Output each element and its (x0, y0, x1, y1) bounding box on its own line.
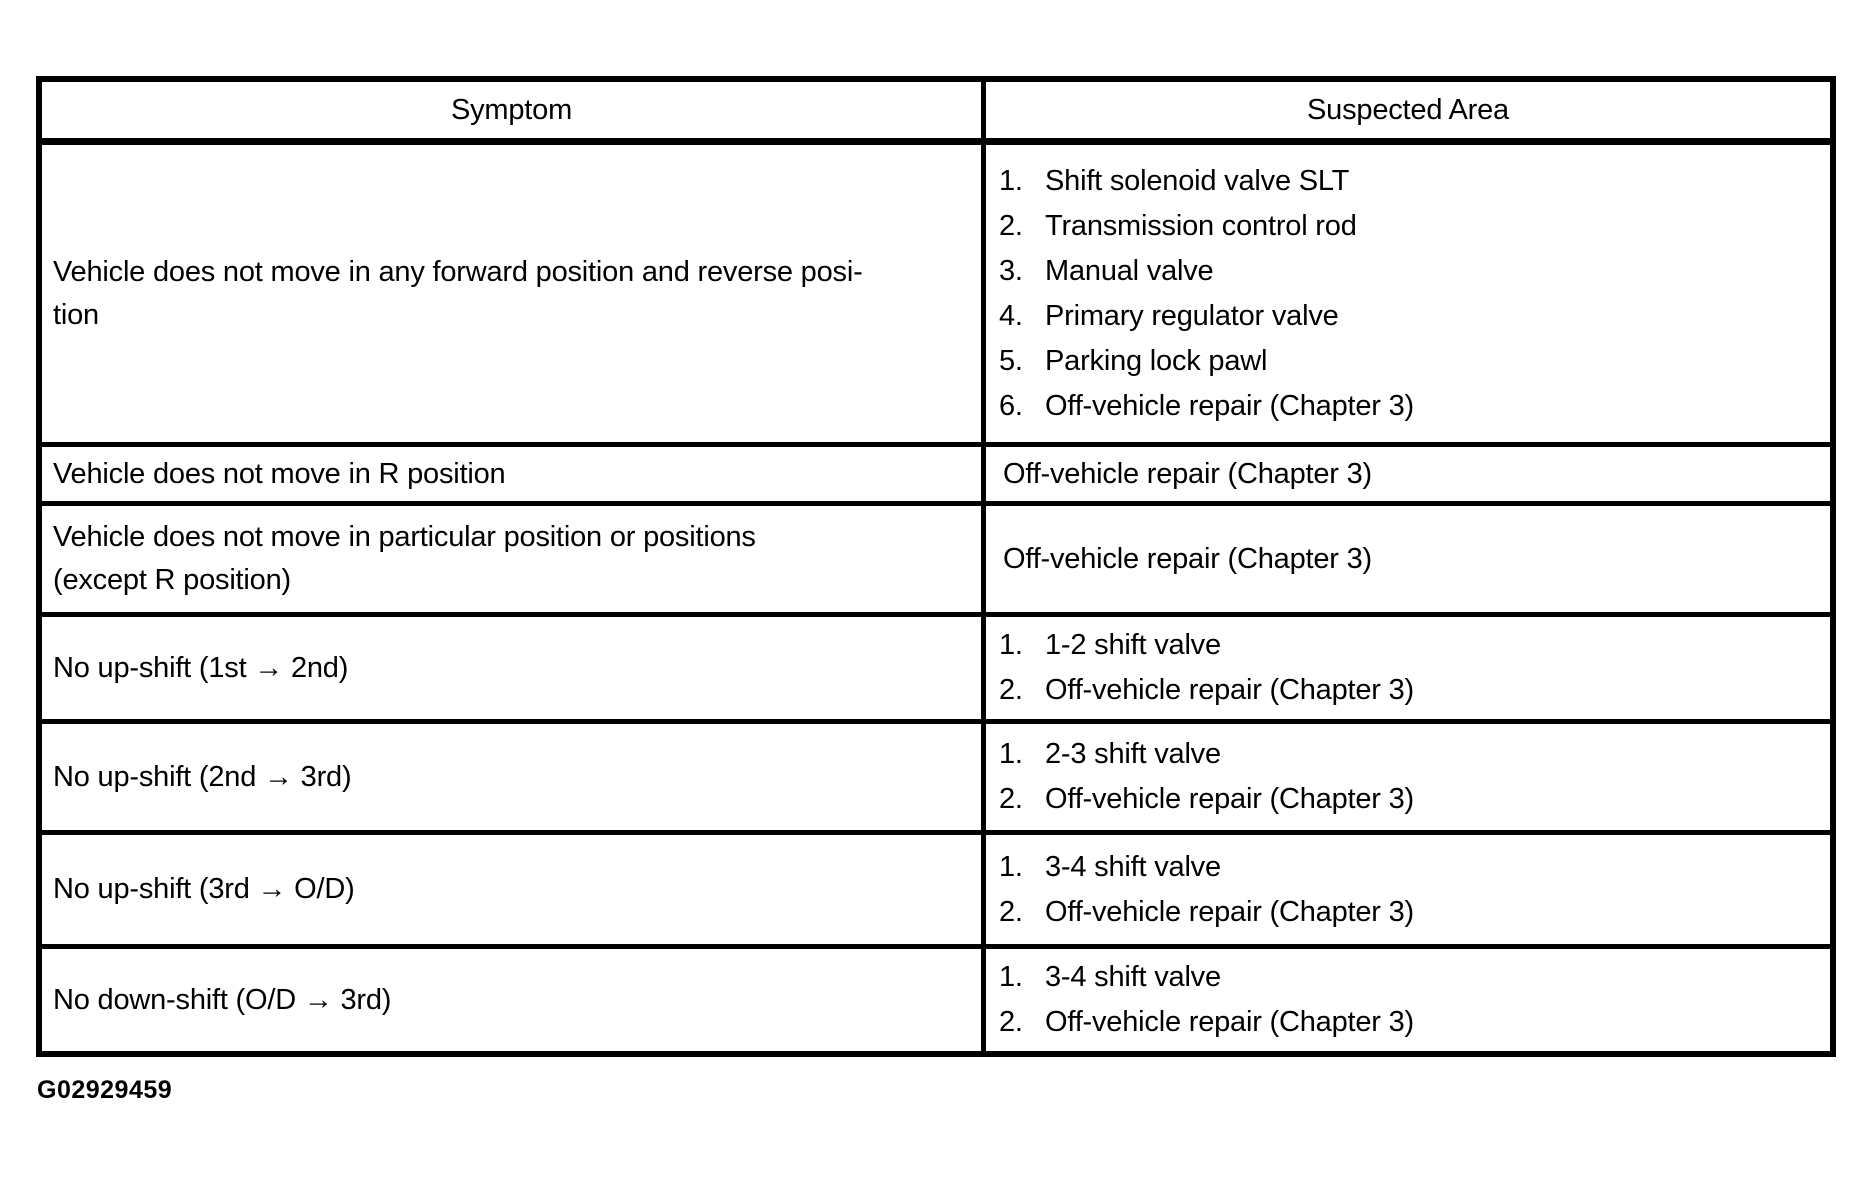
suspected-item: 2. Off-vehicle repair (Chapter 3) (986, 668, 1830, 713)
item-number: 2. (999, 895, 1023, 928)
item-number: 1. (999, 850, 1023, 883)
figure-code: G02929459 (37, 1076, 173, 1104)
item-number: 2. (999, 1006, 1023, 1038)
item-number: 1. (999, 738, 1023, 770)
item-text: Manual valve (1045, 254, 1214, 287)
item-number: 2. (999, 674, 1023, 706)
item-number: 1. (999, 164, 1023, 197)
suspected-item: 2. Off-vehicle repair (Chapter 3) (986, 777, 1830, 822)
table-row: No up-shift (3rd → O/D) 1. 3-4 shift valv… (42, 830, 1830, 944)
symptom-text: Vehicle does not move in R position (53, 457, 506, 490)
suspected-item: 2. Off-vehicle repair (Chapter 3) (986, 890, 1830, 935)
item-number: 2. (999, 209, 1023, 242)
symptom-text: No up-shift (1st → 2nd) (53, 651, 349, 684)
symptom-text: Vehicle does not move in particular posi… (53, 521, 756, 596)
symptom-table: Symptom Suspected Area Vehicle does not … (36, 76, 1836, 1057)
table-row: No down-shift (O/D → 3rd) 1. 3-4 shift va… (42, 944, 1830, 1051)
item-text: Primary regulator valve (1045, 299, 1339, 332)
item-text: Shift solenoid valve SLT (1045, 164, 1350, 197)
suspected-item: 1. 3-4 shift valve (986, 955, 1830, 1000)
symptom-text: Vehicle does not move in any forward pos… (53, 255, 863, 331)
item-number: 1. (999, 629, 1023, 661)
item-number: 2. (999, 783, 1023, 815)
item-number: 3. (999, 254, 1023, 287)
symptom-cell: No up-shift (3rd → O/D) (42, 835, 981, 944)
symptom-cell: Vehicle does not move in particular posi… (42, 506, 981, 612)
suspected-item: 6. Off-vehicle repair (Chapter 3) (986, 384, 1830, 429)
table-row: Vehicle does not move in R position Off-… (42, 442, 1830, 501)
suspected-item: 5. Parking lock pawl (986, 339, 1830, 384)
table-row: No up-shift (2nd → 3rd) 1. 2-3 shift valv… (42, 719, 1830, 830)
symptom-cell: No up-shift (2nd → 3rd) (42, 724, 981, 830)
symptom-cell: Vehicle does not move in any forward pos… (42, 145, 981, 442)
item-text: 3-4 shift valve (1045, 850, 1221, 883)
symptom-cell: No up-shift (1st → 2nd) (42, 617, 981, 719)
item-text: Transmission control rod (1045, 209, 1357, 242)
suspected-item: 2. Transmission control rod (986, 204, 1830, 249)
item-number: 6. (999, 389, 1023, 422)
symptom-cell: Vehicle does not move in R position (42, 447, 981, 501)
item-text: 3-4 shift valve (1045, 961, 1221, 993)
item-text: 2-3 shift valve (1045, 738, 1221, 770)
suspected-item: 2. Off-vehicle repair (Chapter 3) (986, 1000, 1830, 1045)
item-number: 1. (999, 961, 1023, 993)
suspected-item: 4. Primary regulator valve (986, 294, 1830, 339)
symptom-text: No up-shift (2nd → 3rd) (53, 760, 352, 793)
suspected-area-cell: 1. 3-4 shift valve 2. Off-vehicle repair (… (981, 949, 1830, 1051)
symptom-text: No down-shift (O/D → 3rd) (53, 983, 392, 1016)
suspected-area-cell: 1. 2-3 shift valve 2. Off-vehicle repair (… (981, 724, 1830, 830)
symptom-cell: No down-shift (O/D → 3rd) (42, 949, 981, 1051)
item-text: Parking lock pawl (1045, 344, 1268, 377)
item-text: Off-vehicle repair (Chapter 3) (1045, 674, 1415, 706)
table-row: Vehicle does not move in any forward pos… (42, 140, 1830, 442)
suspected-text: Off-vehicle repair (Chapter 3) (1003, 542, 1373, 575)
symptom-text: No up-shift (3rd → O/D) (53, 873, 355, 905)
suspected-item: 1. 2-3 shift valve (986, 732, 1830, 777)
item-number: 5. (999, 344, 1023, 377)
suspected-item: 3. Manual valve (986, 249, 1830, 294)
column-header-symptom: Symptom (450, 93, 573, 126)
item-text: Off-vehicle repair (Chapter 3) (1045, 783, 1415, 815)
item-number: 4. (999, 299, 1023, 332)
suspected-item: 1. 3-4 shift valve (986, 845, 1830, 890)
suspected-area-cell: 1. Shift solenoid valve SLT 2. Transmissio… (981, 145, 1830, 442)
suspected-item: 1. 1-2 shift valve (986, 623, 1830, 668)
item-text: Off-vehicle repair (Chapter 3) (1045, 895, 1415, 928)
suspected-area-cell: 1. 3-4 shift valve 2. Off-vehicle repair (… (981, 835, 1830, 944)
item-text: Off-vehicle repair (Chapter 3) (1045, 1006, 1415, 1038)
column-header-suspected-area: Suspected Area (981, 82, 1830, 138)
suspected-area-cell: 1. 1-2 shift valve 2. Off-vehicle repair (… (981, 617, 1830, 719)
table-row: Vehicle does not move in particular posi… (42, 501, 1830, 612)
suspected-text: Off-vehicle repair (Chapter 3) (1003, 457, 1373, 490)
item-text: Off-vehicle repair (Chapter 3) (1045, 389, 1415, 422)
item-text: 1-2 shift valve (1045, 629, 1221, 661)
table-row: No up-shift (1st → 2nd) 1. 1-2 shift valv… (42, 612, 1830, 719)
suspected-area-cell: Off-vehicle repair (Chapter 3) (981, 506, 1830, 612)
suspected-item: 1. Shift solenoid valve SLT (986, 159, 1830, 204)
suspected-area-cell: Off-vehicle repair (Chapter 3) (981, 447, 1830, 501)
table-header-row: Symptom Suspected Area (42, 82, 1830, 140)
